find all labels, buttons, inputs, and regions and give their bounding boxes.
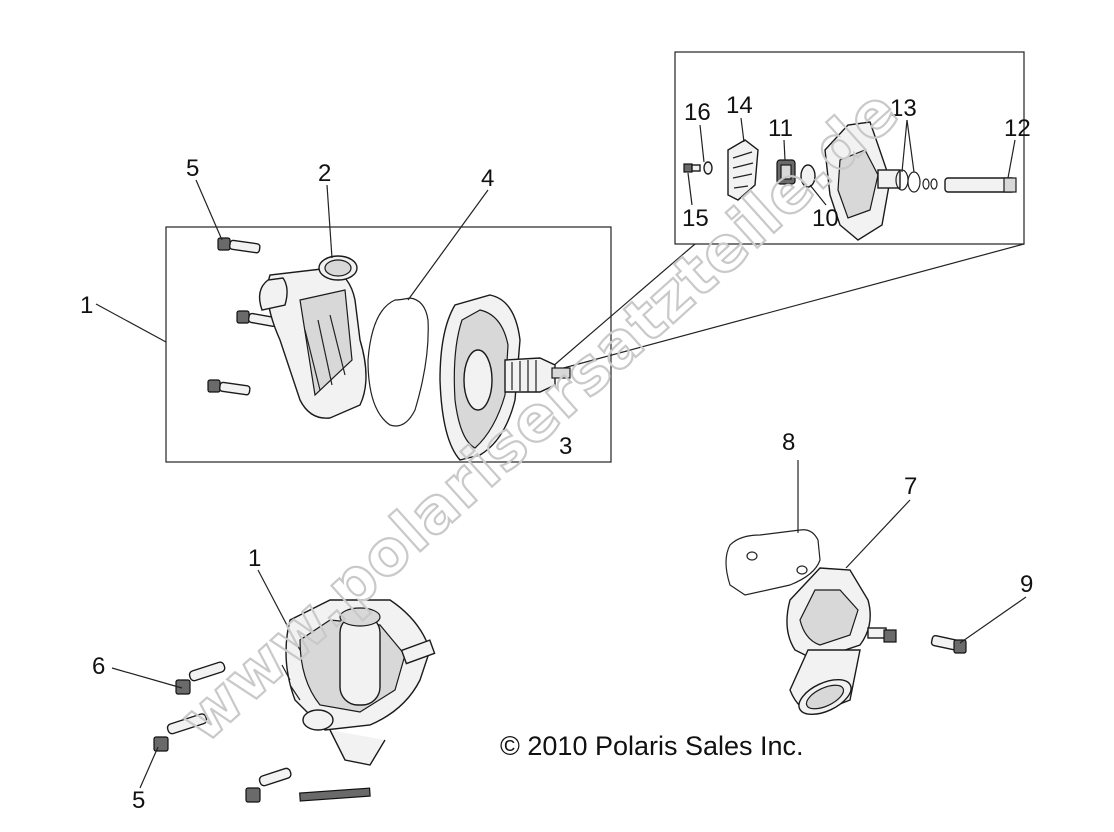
callout-13: 13 — [890, 95, 917, 122]
impeller-inset-box — [674, 51, 1025, 245]
callout-11: 11 — [768, 115, 793, 142]
callout-6: 6 — [92, 653, 105, 680]
callout-15: 15 — [682, 205, 709, 232]
leader-12 — [1007, 139, 1016, 179]
callout-16: 16 — [684, 99, 711, 126]
leader-5-top — [195, 179, 223, 241]
callout-2: 2 — [318, 160, 331, 187]
leader-14 — [740, 117, 745, 143]
pump-housing-part-3 — [439, 294, 571, 461]
seal-part-10 — [800, 164, 816, 188]
leader-2 — [326, 184, 333, 259]
callout-5-top: 5 — [186, 155, 199, 182]
water-pump-detail-box — [165, 226, 612, 463]
washer-part-16 — [703, 161, 713, 175]
o-rings-part-13 — [895, 169, 938, 193]
outlet-housing-part-7 — [786, 567, 897, 716]
leader-9 — [959, 596, 1027, 644]
leader-4 — [407, 189, 489, 301]
shaft-part-12 — [944, 177, 1017, 193]
callout-1-top: 1 — [80, 292, 93, 319]
leader-16 — [699, 124, 705, 163]
leader-15 — [687, 172, 693, 206]
inset-projection-line-left — [544, 243, 696, 374]
leader-5-bottom — [139, 746, 159, 789]
leader-1-bottom — [257, 569, 301, 651]
callout-10: 10 — [812, 205, 839, 232]
gasket-part-4 — [367, 297, 429, 427]
bolt-part-15 — [683, 163, 701, 173]
bolt-part-5-bottom-b — [245, 767, 292, 803]
inset-projection-line-right — [544, 243, 1025, 374]
leader-13-b — [906, 119, 915, 173]
nut-part-11 — [776, 159, 796, 185]
watermark-text: www.polarisersatzteile.de — [166, 74, 912, 756]
copyright-notice: © 2010 Polaris Sales Inc. — [500, 731, 804, 761]
seal-strip — [299, 787, 371, 802]
callout-7: 7 — [904, 473, 917, 500]
callout-8: 8 — [782, 429, 795, 456]
leader-1-top — [95, 303, 167, 343]
gasket-part-8 — [725, 529, 821, 596]
callout-12: 12 — [1004, 115, 1031, 142]
pump-assembly-part-1 — [281, 599, 436, 766]
callout-14: 14 — [726, 92, 753, 119]
callout-5-bottom: 5 — [132, 787, 145, 814]
bolt-part-9 — [930, 634, 967, 654]
leader-13-a — [901, 119, 908, 173]
bolt-part-5-lower — [207, 379, 251, 396]
impeller-part-14 — [727, 139, 759, 201]
pump-cover-part-2 — [258, 255, 367, 419]
callout-4: 4 — [481, 165, 494, 192]
callout-1-bottom: 1 — [248, 545, 261, 572]
leader-7 — [845, 499, 911, 569]
bolt-part-5-upper — [217, 237, 261, 254]
leader-10 — [809, 184, 827, 206]
leader-6 — [111, 667, 183, 689]
callout-9: 9 — [1020, 571, 1033, 598]
leader-11 — [783, 139, 786, 161]
pump-plate-inset — [824, 121, 901, 241]
callout-3: 3 — [559, 433, 572, 460]
bolt-part-6 — [175, 661, 226, 695]
